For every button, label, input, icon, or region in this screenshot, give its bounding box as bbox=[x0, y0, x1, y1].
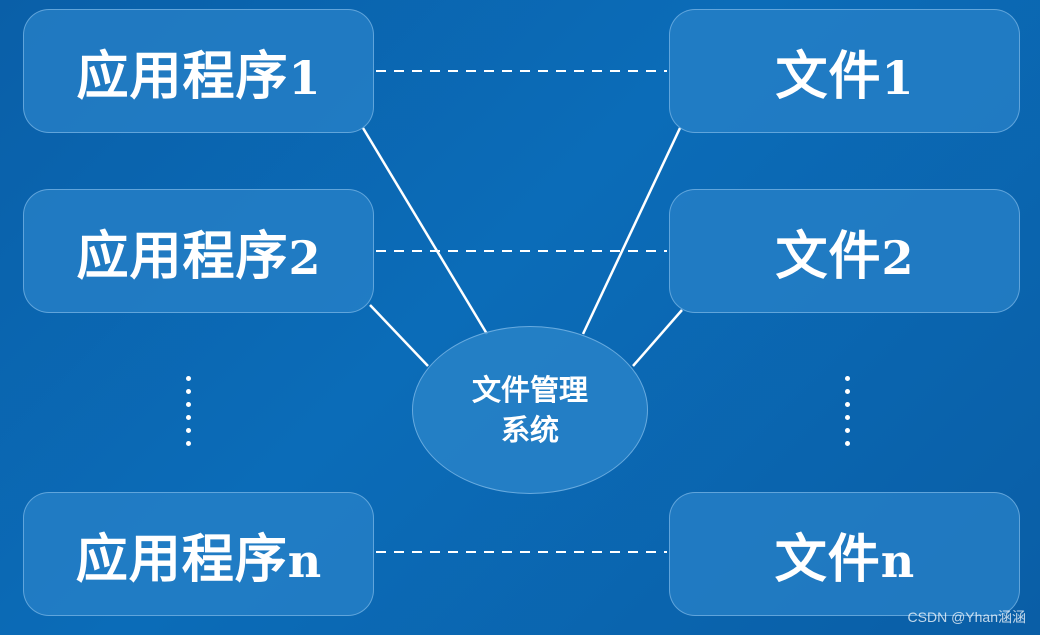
app-label-n: 应用程序 bbox=[75, 529, 288, 590]
file-ellipsis-dots bbox=[845, 376, 851, 446]
solid-link-app2 bbox=[369, 304, 429, 367]
app-index-1: 1 bbox=[288, 50, 321, 105]
solid-link-file2 bbox=[632, 309, 683, 367]
app-index-2: 2 bbox=[288, 230, 321, 285]
file-management-system-node: 文件管理系统 bbox=[412, 326, 648, 494]
app-index-n: n bbox=[287, 533, 322, 588]
center-label: 文件管理系统 bbox=[471, 373, 588, 447]
file-label-1: 文件 bbox=[775, 46, 882, 107]
solid-link-app1 bbox=[361, 127, 489, 335]
file-index-n: n bbox=[880, 533, 915, 588]
file-index-1: 1 bbox=[881, 50, 914, 105]
file-label-2: 文件 bbox=[775, 226, 882, 287]
solid-link-file1 bbox=[581, 127, 682, 335]
watermark: CSDN @Yhan涵涵 bbox=[907, 609, 1026, 625]
app-ellipsis-dots bbox=[186, 376, 192, 446]
app-label-1: 应用程序 bbox=[76, 46, 289, 107]
file-label-n: 文件 bbox=[774, 529, 881, 590]
app-label-2: 应用程序 bbox=[76, 226, 289, 287]
file-index-2: 2 bbox=[881, 230, 914, 285]
